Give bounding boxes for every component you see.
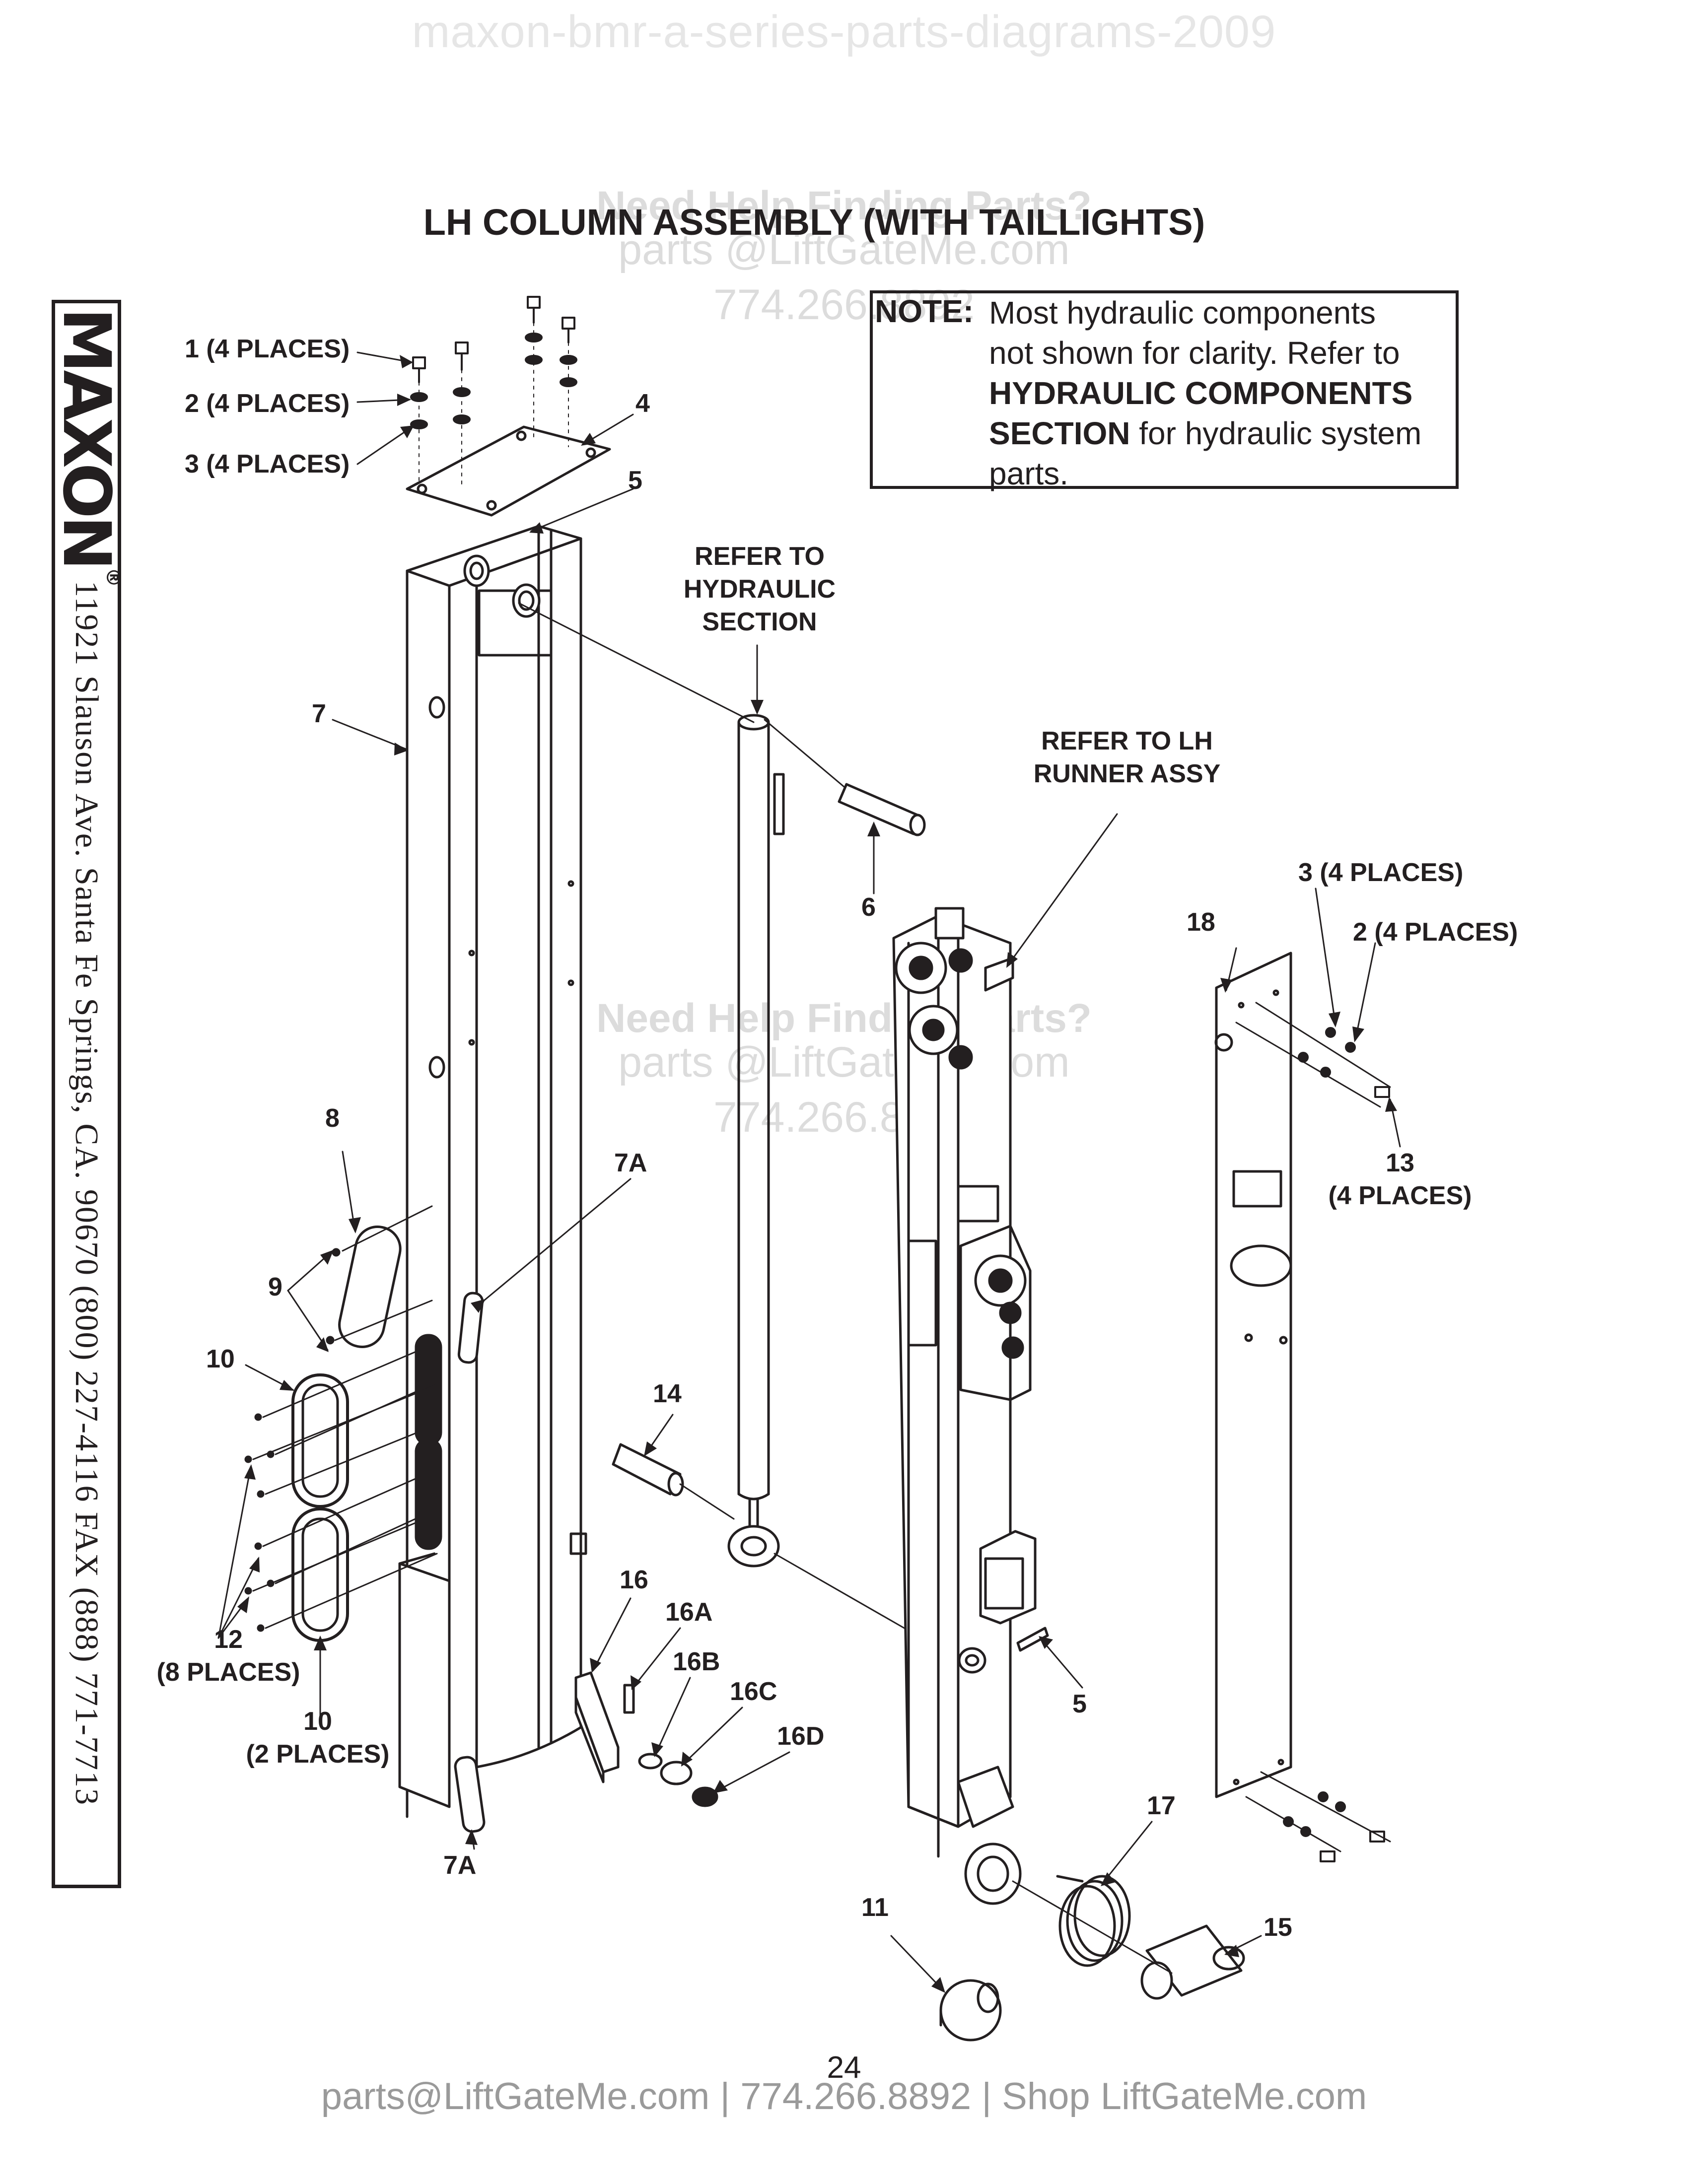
callout-line: REFER TO xyxy=(695,542,825,571)
watermark-phone: 774.266.8892 xyxy=(713,281,975,329)
note-line: Most hydraulic components xyxy=(989,295,1376,331)
cover-screws xyxy=(1235,1002,1391,1862)
callout-refer-runner: REFER TO LH RUNNER ASSY xyxy=(1018,725,1236,790)
spring-17 xyxy=(1056,1875,1131,1967)
callout-2: 2 (4 PLACES) xyxy=(185,389,350,418)
callout-line: RUNNER ASSY xyxy=(1033,759,1221,788)
callout-16: 16 xyxy=(620,1566,648,1594)
callout-13: 13 (4 PLACES) xyxy=(1321,1147,1479,1212)
screws-9-12 xyxy=(244,1248,341,1632)
watermark-title: Need Help Finding Parts? xyxy=(596,183,1092,228)
callout-line: REFER TO LH xyxy=(1041,727,1213,755)
taillights-10 xyxy=(291,1373,349,1642)
callout-10-bottom: 10 (2 PLACES) xyxy=(238,1705,397,1771)
note-line: not shown for clarity. Refer to xyxy=(989,335,1400,371)
callout-7: 7 xyxy=(312,699,326,728)
page-title: LH COLUMN ASSEMBLY (WITH TAILLIGHTS) xyxy=(423,202,1205,243)
callout-line: (8 PLACES) xyxy=(156,1658,300,1687)
note-line-tail: for hydraulic system xyxy=(1130,415,1422,451)
dashed-leaders xyxy=(518,602,910,1632)
top-bolts xyxy=(410,296,577,487)
callout-line: (4 PLACES) xyxy=(1328,1181,1472,1210)
callout-15: 15 xyxy=(1264,1913,1292,1942)
callout-7a-lower: 7A xyxy=(443,1851,477,1880)
pin-14 xyxy=(612,1443,684,1497)
note-line: HYDRAULIC COMPONENTS xyxy=(989,375,1413,411)
lens-8 xyxy=(338,1225,402,1348)
note-box xyxy=(870,290,1459,489)
callout-line: (2 PLACES) xyxy=(246,1740,390,1769)
callout-refer-hydraulic: REFER TO HYDRAULIC SECTION xyxy=(660,540,859,638)
callout-3-right: 3 (4 PLACES) xyxy=(1298,858,1464,887)
callout-7a-upper: 7A xyxy=(614,1149,647,1177)
reflector-7a-upper xyxy=(457,1292,484,1364)
callout-18: 18 xyxy=(1187,908,1215,937)
callout-5-top: 5 xyxy=(628,466,642,495)
watermark-1: Need Help Finding Parts? parts @LiftGate… xyxy=(0,183,1688,330)
callout-line: 13 xyxy=(1386,1149,1414,1177)
pin-5-lower xyxy=(1016,1627,1049,1652)
callout-10-top: 10 xyxy=(206,1345,235,1373)
watermark-email: parts @LiftGateMe.com xyxy=(618,226,1070,273)
note-line: parts. xyxy=(989,456,1069,491)
cover-plate-18 xyxy=(1214,952,1292,1798)
bushing-11 xyxy=(939,1979,1002,2042)
callout-16d: 16D xyxy=(777,1722,825,1751)
note-text: Most hydraulic components not shown for … xyxy=(989,293,1456,494)
callout-11: 11 xyxy=(861,1893,889,1922)
bracket-16 xyxy=(574,1671,718,1807)
callout-1: 1 (4 PLACES) xyxy=(185,335,350,363)
callout-line: 12 xyxy=(214,1625,243,1654)
callout-16b: 16B xyxy=(673,1647,720,1676)
callout-3: 3 (4 PLACES) xyxy=(185,450,350,478)
callout-12: 12 (8 PLACES) xyxy=(149,1623,308,1689)
hydraulic-cylinder xyxy=(727,714,785,1568)
company-panel xyxy=(52,300,121,1888)
callout-14: 14 xyxy=(653,1379,682,1408)
callout-line: 10 xyxy=(303,1707,332,1736)
pin-15 xyxy=(1140,1924,1245,2000)
alignment-lines xyxy=(252,1205,438,1629)
pin-axis xyxy=(1012,1880,1173,1974)
callout-6: 6 xyxy=(861,893,876,922)
callout-8: 8 xyxy=(325,1104,340,1133)
callout-2-right: 2 (4 PLACES) xyxy=(1353,918,1518,947)
arrowheads xyxy=(237,355,1397,1993)
callout-4: 4 xyxy=(635,389,650,418)
callout-16a: 16A xyxy=(665,1598,713,1627)
callout-line: SECTION xyxy=(702,608,817,636)
note-label: NOTE: xyxy=(875,293,974,329)
page-number: 24 xyxy=(827,2050,861,2085)
column-body xyxy=(398,525,587,1833)
callout-17: 17 xyxy=(1147,1791,1176,1820)
note-section-word: SECTION xyxy=(989,415,1130,451)
runner-assembly xyxy=(892,907,1037,1905)
watermark-top: maxon-bmr-a-series-parts-diagrams-2009 xyxy=(412,6,1276,57)
callout-9: 9 xyxy=(268,1273,282,1301)
note-line: SECTION for hydraulic system xyxy=(989,413,1456,454)
callout-5-lower: 5 xyxy=(1072,1690,1087,1718)
footer-contact: parts@LiftGateMe.com | 774.266.8892 | Sh… xyxy=(321,2075,1367,2117)
top-plate xyxy=(406,425,611,517)
callout-line: HYDRAULIC xyxy=(683,575,836,604)
pin-6 xyxy=(838,783,926,836)
callout-16c: 16C xyxy=(730,1677,777,1706)
